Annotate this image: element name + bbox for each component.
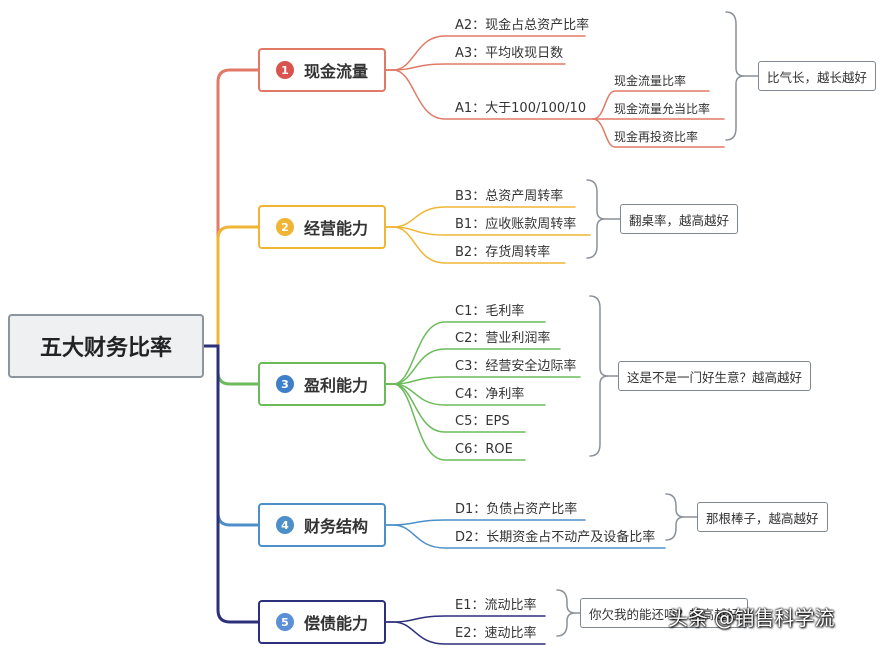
branch-item: C3：经营安全边际率 (455, 359, 577, 374)
sub-item: 现金流量比率 (614, 74, 687, 88)
item-connector (385, 524, 666, 549)
branch-label: 偿债能力 (303, 614, 368, 633)
item-connector (385, 383, 526, 461)
branch-label: 现金流量 (303, 62, 368, 81)
branch-label: 盈利能力 (303, 376, 368, 395)
branch-item: A3：平均收现日数 (455, 46, 564, 61)
branch-item: B2：存货周转率 (455, 245, 551, 260)
item-connector (385, 63, 566, 71)
branch-item: B3：总资产周转率 (455, 189, 564, 204)
branch-label: 经营能力 (303, 219, 368, 238)
item-connector (385, 519, 586, 526)
summary-note: 你欠我的能还吗？越高越好 (580, 598, 749, 628)
subitem-connector (592, 90, 710, 120)
branch-item: E1：流动比率 (455, 598, 537, 613)
branch-number-badge: 3 (275, 375, 294, 393)
branch-item: C6：ROE (455, 442, 513, 457)
branch-item: C4：净利率 (455, 387, 525, 402)
branch-item: C5：EPS (455, 414, 510, 429)
root-node: 五大财务比率 (8, 314, 204, 378)
branch-node-1: 1 现金流量 (258, 48, 386, 92)
summary-brace (665, 493, 685, 541)
branch-number-badge: 1 (275, 61, 294, 79)
item-connector (385, 69, 596, 120)
branch-item: D1：负债占资产比率 (455, 502, 578, 517)
summary-note: 比气长，越长越好 (758, 61, 877, 91)
branch-label: 财务结构 (303, 517, 368, 536)
branch-node-4: 4 财务结构 (258, 503, 386, 547)
sub-item: 现金流量允当比率 (614, 102, 711, 116)
item-connector (385, 226, 566, 264)
item-connector (385, 621, 546, 645)
trunk-line-4 (202, 344, 260, 527)
summary-brace (586, 179, 606, 259)
trunk-line-1 (202, 68, 260, 348)
branch-item: A1：大于100/100/10 (455, 101, 587, 116)
root-label: 五大财务比率 (39, 336, 172, 361)
branch-item: B1：应收账款周转率 (455, 217, 577, 232)
branch-node-2: 2 经营能力 (258, 205, 386, 249)
branch-node-5: 5 偿债能力 (258, 600, 386, 644)
summary-brace (589, 295, 609, 457)
trunk-line-5 (202, 344, 260, 624)
branch-item: C1：毛利率 (455, 304, 525, 319)
summary-brace (725, 11, 745, 141)
summary-note: 翻桌率，越高越好 (620, 204, 739, 234)
subitem-connector (592, 118, 725, 148)
branch-number-badge: 5 (275, 613, 294, 631)
branch-item: D2：长期资金占不动产及设备比率 (455, 530, 656, 545)
branch-node-3: 3 盈利能力 (258, 362, 386, 406)
summary-note: 那根棒子，越高越好 (697, 502, 828, 532)
item-connector (385, 615, 546, 623)
branch-item: C2：营业利润率 (455, 331, 551, 346)
watermark-text: 头条 @销售科学流 (668, 606, 835, 630)
summary-note: 这是不是一门好生意？越高越好 (618, 361, 812, 391)
sub-item: 现金再投资比率 (614, 130, 699, 144)
trunk-line-3 (202, 344, 260, 386)
branch-number-badge: 2 (275, 218, 294, 236)
item-connector (385, 376, 581, 385)
branch-number-badge: 4 (275, 516, 294, 534)
branch-item: A2：现金占总资产比率 (455, 18, 590, 33)
trunk-line-2 (202, 225, 260, 348)
branch-item: E2：速动比率 (455, 626, 537, 641)
summary-brace (556, 589, 576, 637)
